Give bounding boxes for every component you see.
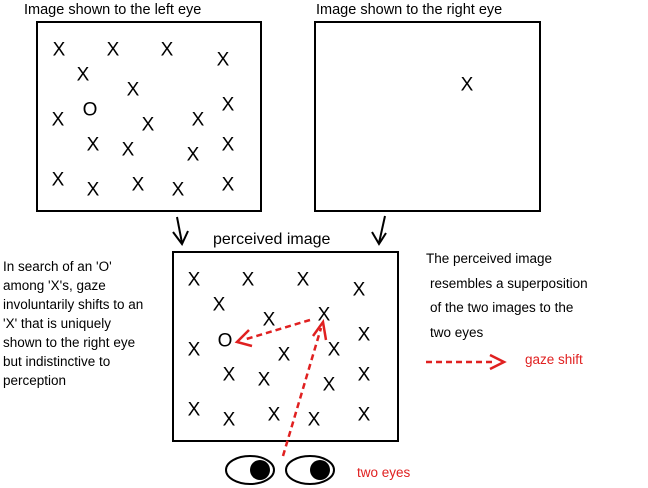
x-mark: X (307, 409, 321, 431)
down-arrow-icon (172, 216, 189, 246)
x-mark: X (187, 399, 201, 421)
x-mark: X (262, 309, 276, 331)
x-mark: X (257, 369, 271, 391)
perceived-image-panel: X X X X X X X O X X X X X X X X X X X X … (172, 251, 399, 442)
x-mark: X (187, 339, 201, 361)
x-mark: X (51, 109, 65, 131)
x-mark: X (52, 39, 66, 61)
o-mark: O (217, 330, 233, 352)
target-x-mark: X (317, 304, 331, 326)
x-mark: X (296, 269, 310, 291)
x-mark: X (121, 139, 135, 161)
note-line: two eyes (430, 324, 484, 340)
right-eye-title: Image shown to the right eye (316, 2, 503, 18)
x-mark: X (191, 109, 205, 131)
note-line: The perceived image (426, 251, 553, 266)
x-mark: X (221, 174, 235, 196)
eye-icon (225, 455, 275, 485)
note-line: of the two images to the (430, 300, 574, 315)
left-eye-panel: X X X X X X O X X X X X X X X X X X X X (36, 21, 262, 212)
x-mark: X (460, 74, 474, 96)
x-mark: X (222, 409, 236, 431)
x-mark: X (267, 404, 281, 426)
right-explanation-note: The perceived image resembles a superpos… (426, 247, 636, 345)
x-mark: X (187, 269, 201, 291)
x-mark: X (221, 134, 235, 156)
gaze-shift-label: gaze shift (525, 352, 583, 367)
left-eye-title: Image shown to the left eye (24, 2, 202, 18)
x-mark: X (357, 324, 371, 346)
o-mark: O (82, 99, 98, 121)
x-mark: X (357, 364, 371, 386)
right-eye-panel: X (314, 21, 541, 212)
two-eyes-label: two eyes (357, 465, 411, 480)
x-mark: X (241, 269, 255, 291)
eye-icon (285, 455, 335, 485)
x-mark: X (222, 364, 236, 386)
x-mark: X (277, 344, 291, 366)
legend-gaze-arrow-icon (426, 353, 507, 371)
x-mark: X (141, 114, 155, 136)
x-mark: X (171, 179, 185, 201)
x-mark: X (357, 404, 371, 426)
x-mark: X (327, 339, 341, 361)
x-mark: X (106, 39, 120, 61)
x-mark: X (216, 49, 230, 71)
x-mark: X (86, 134, 100, 156)
note-line: resembles a superposition (430, 275, 588, 291)
x-mark: X (221, 94, 235, 116)
left-explanation-note: In search of an 'O' among 'X's, gaze inv… (3, 259, 144, 388)
x-mark: X (126, 79, 140, 101)
x-mark: X (51, 169, 65, 191)
x-mark: X (131, 174, 145, 196)
x-mark: X (76, 64, 90, 86)
perceived-image-title: perceived image (213, 231, 331, 248)
x-mark: X (322, 374, 336, 396)
x-mark: X (86, 179, 100, 201)
x-mark: X (186, 144, 200, 166)
x-mark: X (160, 39, 174, 61)
down-arrow-icon (371, 215, 387, 246)
x-mark: X (352, 279, 366, 301)
x-mark: X (212, 294, 226, 316)
